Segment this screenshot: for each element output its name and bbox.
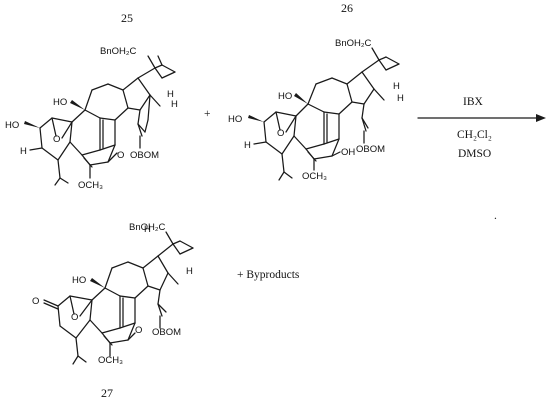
compound-26-ho-left-label: HO — [228, 114, 242, 125]
compound-27-seven-ring — [89, 287, 136, 346]
compound-26-cyclopropane — [371, 47, 400, 71]
compound-27-ome-label: OCH₃ — [98, 355, 123, 366]
compound-27-cyclopropane — [165, 231, 194, 255]
compound-25-ho-top-label: HO — [53, 97, 67, 108]
compound-25-ho-wedge — [70, 100, 85, 110]
compound-25-ho-left-wedge — [24, 121, 40, 128]
compound-25-ome-label: OCH₃ — [78, 180, 103, 191]
compound-27-ho-top-label: HO — [72, 275, 86, 286]
compound-26-upper-rings — [307, 59, 385, 132]
compound-26-ho-top-label: HO — [278, 91, 292, 102]
compound-26-ho-left-wedge — [248, 115, 264, 122]
compound-26-seven-ring — [293, 103, 340, 162]
compound-27-ketone-bond — [127, 332, 136, 341]
compound-25-ch2obn-label: BnOH₂C — [100, 46, 137, 57]
compound-27-left-bicycle — [43, 295, 93, 365]
compound-27: 27 BnOH₂C H H — [32, 222, 194, 400]
compound-25-h-ring-label: H — [171, 99, 178, 110]
compound-26-h-left-label: H — [244, 140, 251, 151]
compound-26-obom-label: OBOM — [356, 144, 385, 155]
compound-25-h-cp-label: H — [167, 89, 174, 100]
solvent-1-label: CH₂Cl₂ — [457, 129, 492, 141]
reaction-arrow — [417, 114, 546, 122]
compound-26-ch2obn-label: BnOH₂C — [335, 38, 372, 49]
compound-26-o-bridge-label: O — [277, 128, 284, 139]
compound-25-h-left-bond — [29, 147, 43, 151]
solvent-2-label: DMSO — [458, 148, 491, 160]
compound-27-h-cp-label: H — [186, 266, 193, 277]
compound-27-ho-wedge — [90, 278, 105, 288]
compound-27-number: 27 — [101, 386, 113, 400]
compound-26-h-ring-label: H — [397, 93, 404, 104]
compound-26-oh-bond — [331, 151, 341, 157]
compound-25-number: 25 — [121, 11, 133, 25]
compound-26-h-cp-label: H — [393, 81, 400, 92]
compound-26-oh-label: OH — [341, 147, 355, 158]
compound-25-h-left-label: H — [20, 146, 27, 157]
compound-25-seven-ring — [69, 109, 116, 168]
plus-sign: + — [204, 108, 211, 120]
compound-27-ketone-o-label: O — [135, 325, 142, 336]
compound-27-o-bridge-label: O — [71, 312, 78, 323]
compound-26-left-bicycle — [263, 111, 297, 181]
compound-26-ome-label: OCH₃ — [302, 171, 327, 182]
compound-26: 26 BnOH₂C H H — [228, 1, 404, 182]
compound-27-obom-label: OBOM — [152, 327, 181, 338]
compound-25-o-bridge-label: O — [53, 134, 60, 145]
compound-27-h-ring-label: H — [144, 224, 151, 235]
compound-26-h-left-bond — [253, 141, 267, 145]
stray-dot: . — [494, 210, 497, 222]
compound-25-left-bicycle — [39, 117, 73, 186]
byproducts-label: + Byproducts — [237, 269, 300, 281]
compound-25-upper-rings — [84, 67, 161, 137]
compound-25: 25 BnOH₂C H — [5, 11, 178, 191]
compound-25-cyclopropane — [147, 55, 176, 79]
compound-25-ho-left-label: HO — [5, 120, 19, 131]
compound-27-upper-rings — [104, 243, 179, 317]
reagent-label: IBX — [463, 96, 484, 108]
compound-27-o-ketone-left-label: O — [32, 296, 39, 307]
compound-25-ketone-bond — [107, 152, 118, 163]
compound-25-obom-label: OBOM — [130, 150, 159, 161]
compound-26-number: 26 — [341, 1, 353, 15]
compound-27-ch2obn-label: BnOH₂C — [129, 222, 166, 233]
compound-25-ketone-o-label: O — [117, 150, 124, 161]
compound-26-ho-wedge — [294, 93, 308, 104]
